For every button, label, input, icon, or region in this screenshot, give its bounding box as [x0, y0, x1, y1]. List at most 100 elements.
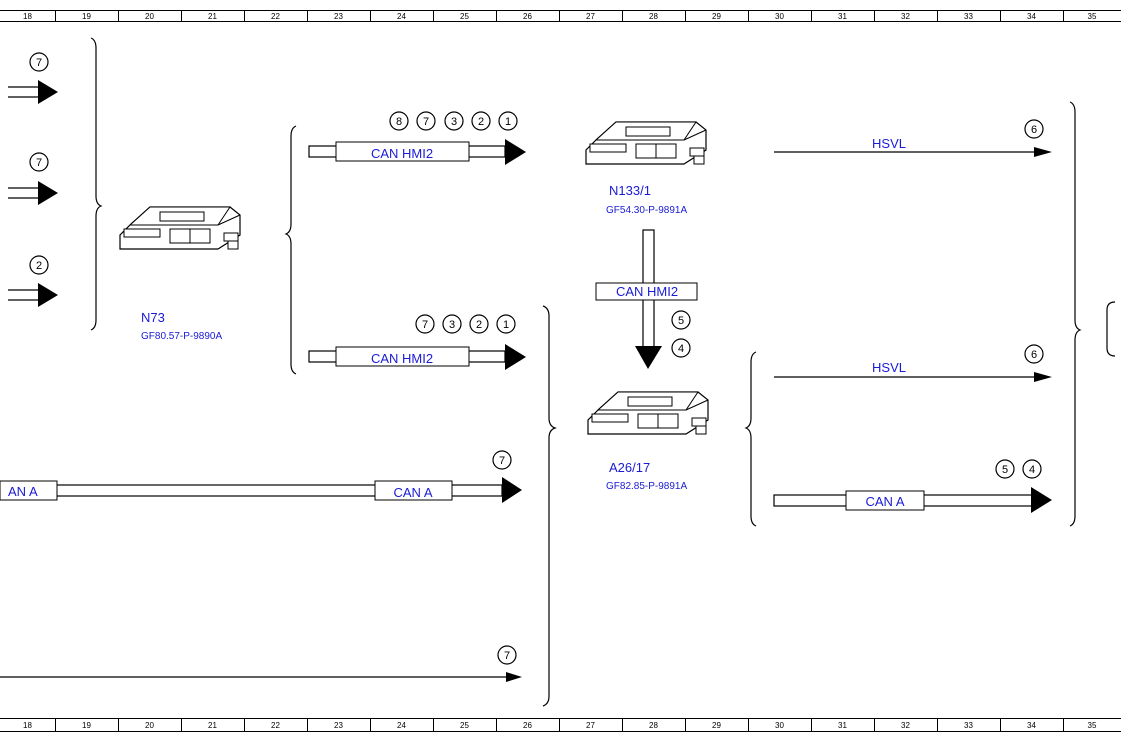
callout-circle: 4: [671, 338, 691, 358]
ruler-top-column-29: 29: [712, 12, 721, 21]
callout-number: 7: [423, 116, 429, 128]
callout-number: 2: [478, 116, 484, 128]
callout-circle: 7: [492, 450, 512, 470]
callout-number: 1: [503, 319, 509, 331]
callout-number: 3: [449, 319, 455, 331]
callout-circle: 7: [416, 111, 436, 131]
callout-circle: 6: [1024, 344, 1044, 364]
ruler-top-column-21: 21: [208, 12, 217, 21]
ruler-bottom-column-18: 18: [23, 721, 32, 730]
callout-number: 7: [422, 319, 428, 331]
callout-circle: 7: [415, 314, 435, 334]
ruler-bottom-column-35: 35: [1088, 721, 1097, 730]
bus-can-hmi2-vertical: [595, 229, 698, 369]
callout-circle: 3: [444, 111, 464, 131]
module-n73-ref: GF80.57-P-9890A: [141, 331, 222, 342]
brace-left-group: [90, 37, 103, 331]
brace-a26-outputs: [744, 351, 757, 527]
hsvl-top-label: HSVL: [872, 136, 906, 151]
ruler-bottom-column-28: 28: [649, 721, 658, 730]
ruler-bottom-column-25: 25: [460, 721, 469, 730]
ruler-top-column-20: 20: [145, 12, 154, 21]
module-a26-icon: [587, 391, 709, 435]
ruler-top-column-28: 28: [649, 12, 658, 21]
callout-circle: 7: [497, 645, 517, 665]
callout-number: 8: [396, 116, 402, 128]
bus-can-a-main: [0, 477, 522, 503]
bus-can-hmi2-bottom: [308, 344, 526, 370]
callout-circle: 6: [1024, 119, 1044, 139]
ruler-top-column-25: 25: [460, 12, 469, 21]
callout-number: 7: [36, 57, 42, 69]
callout-circle: 7: [29, 152, 49, 172]
ruler-bottom-column-32: 32: [901, 721, 910, 730]
callout-number: 7: [36, 157, 42, 169]
callout-number: 4: [678, 343, 684, 355]
ruler-top-column-22: 22: [271, 12, 280, 21]
ruler-top-column-26: 26: [523, 12, 532, 21]
bus-can-hmi2-top-label: CAN HMI2: [371, 146, 433, 161]
callout-circle: 2: [469, 314, 489, 334]
ruler-top-column-31: 31: [838, 12, 847, 21]
ruler-bottom-column-26: 26: [523, 721, 532, 730]
module-n73-label: N73: [141, 310, 165, 325]
ruler-top-column-34: 34: [1027, 12, 1036, 21]
ruler-bottom-column-27: 27: [586, 721, 595, 730]
callout-number: 7: [499, 455, 505, 467]
ruler-bottom-column-20: 20: [145, 721, 154, 730]
brace-right-group: [1069, 101, 1082, 527]
callout-circle: 2: [29, 255, 49, 275]
module-n133-ref: GF54.30-P-9891A: [606, 205, 687, 216]
bus-can-hmi2-top: [308, 139, 526, 165]
ruler-bottom-column-33: 33: [964, 721, 973, 730]
ruler-bottom-column-23: 23: [334, 721, 343, 730]
ruler-bottom-column-29: 29: [712, 721, 721, 730]
ruler-top-column-30: 30: [775, 12, 784, 21]
brace-n73-outputs: [284, 125, 297, 375]
module-a26-label: A26/17: [609, 460, 650, 475]
callout-number: 3: [451, 116, 457, 128]
bottom-signal-line: [0, 672, 522, 682]
callout-number: 5: [678, 315, 684, 327]
ruler-top-column-32: 32: [901, 12, 910, 21]
ruler-top-column-18: 18: [23, 12, 32, 21]
circle-callouts: 7 7 2 8 7 3 2 1 7 3 2 1 7 7 5 4 6 6 5 4: [29, 52, 1044, 665]
ruler-bottom-column-30: 30: [775, 721, 784, 730]
callout-number: 6: [1031, 124, 1037, 136]
hsvl-line-top: [774, 147, 1052, 157]
ruler-top-column-35: 35: [1088, 12, 1097, 21]
ruler-bottom-column-21: 21: [208, 721, 217, 730]
ruler-top-column-23: 23: [334, 12, 343, 21]
module-n133-label: N133/1: [609, 183, 651, 198]
callout-number: 5: [1002, 464, 1008, 476]
ruler-bottom-column-31: 31: [838, 721, 847, 730]
callout-circle: 1: [498, 111, 518, 131]
module-n133-icon: [585, 121, 707, 165]
callout-circle: 5: [671, 310, 691, 330]
continuation-bracket: [1106, 301, 1116, 357]
callout-circle: 8: [389, 111, 409, 131]
callout-circle: 7: [29, 52, 49, 72]
ruler-bottom-column-22: 22: [271, 721, 280, 730]
ruler-bottom-column-24: 24: [397, 721, 406, 730]
callout-number: 6: [1031, 349, 1037, 361]
bus-can-hmi2-bottom-label: CAN HMI2: [371, 351, 433, 366]
bus-can-a-right: [773, 487, 1052, 513]
callout-circle: 4: [1022, 459, 1042, 479]
callout-circle: 1: [496, 314, 516, 334]
column-ruler-top: [0, 10, 1121, 22]
bus-can-a-left-label: AN A: [8, 484, 38, 499]
callout-circle: 5: [995, 459, 1015, 479]
brace-center-group: [542, 305, 557, 707]
ruler-top-column-19: 19: [82, 12, 91, 21]
callout-number: 2: [36, 260, 42, 272]
ruler-bottom-column-34: 34: [1027, 721, 1036, 730]
column-ruler-bottom: [0, 718, 1121, 732]
callout-number: 2: [476, 319, 482, 331]
ruler-bottom-column-19: 19: [82, 721, 91, 730]
callout-number: 7: [504, 650, 510, 662]
module-a26-ref: GF82.85-P-9891A: [606, 481, 687, 492]
